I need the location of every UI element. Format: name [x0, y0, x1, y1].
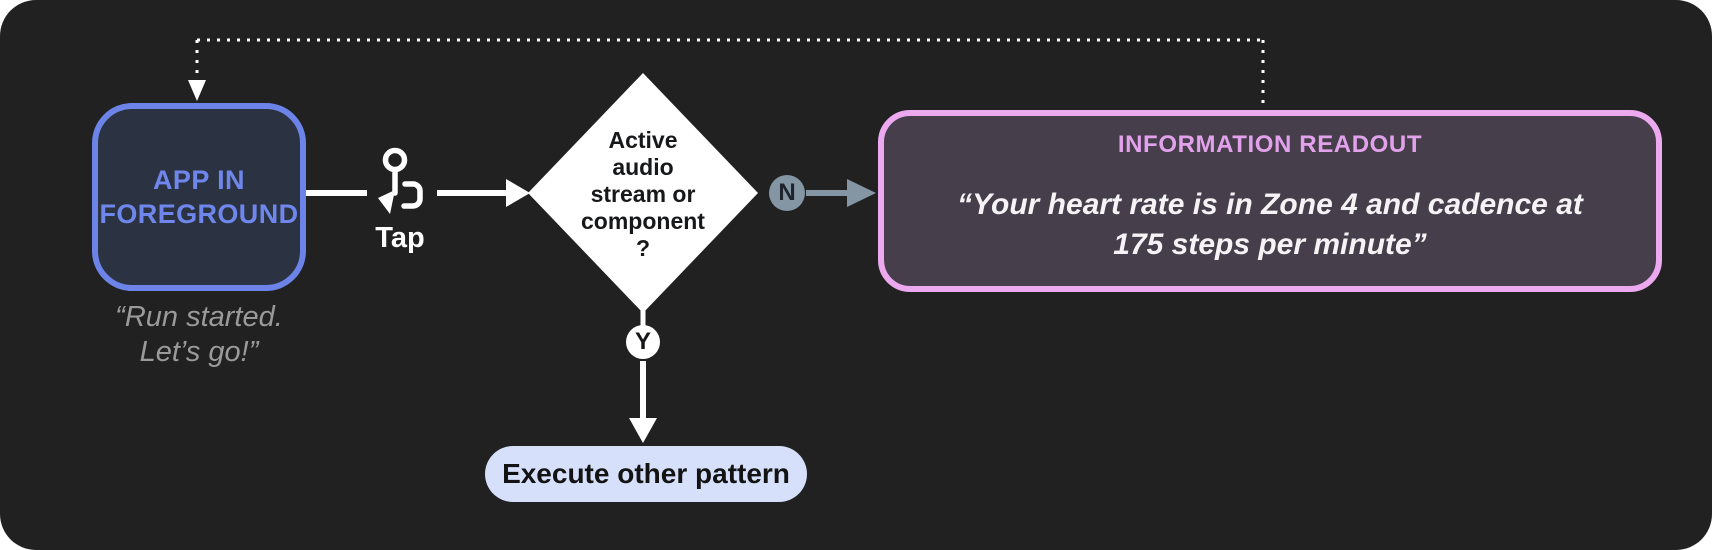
app-in-foreground-node: APP IN FOREGROUND	[92, 103, 306, 291]
decision-label: Active audio stream or component ?	[581, 127, 705, 261]
run-started-quote: “Run started. Let’s go!”	[115, 301, 283, 368]
execute-other-pattern-node: Execute other pattern	[485, 446, 807, 502]
execute-other-pattern-label: Execute other pattern	[502, 458, 790, 489]
information-readout-body: “Your heart rate is in Zone 4 and cadenc…	[957, 188, 1583, 261]
tap-edge-label: Tap	[375, 222, 425, 254]
no-branch-label: N	[778, 179, 796, 206]
app-in-foreground-label: APP IN FOREGROUND	[99, 165, 299, 229]
information-readout-title: INFORMATION READOUT	[1117, 131, 1423, 158]
tap-gesture-icon	[378, 147, 423, 214]
yes-branch-label: Y	[634, 328, 651, 355]
information-readout-node: INFORMATION READOUT “Your heart rate is …	[878, 110, 1662, 292]
